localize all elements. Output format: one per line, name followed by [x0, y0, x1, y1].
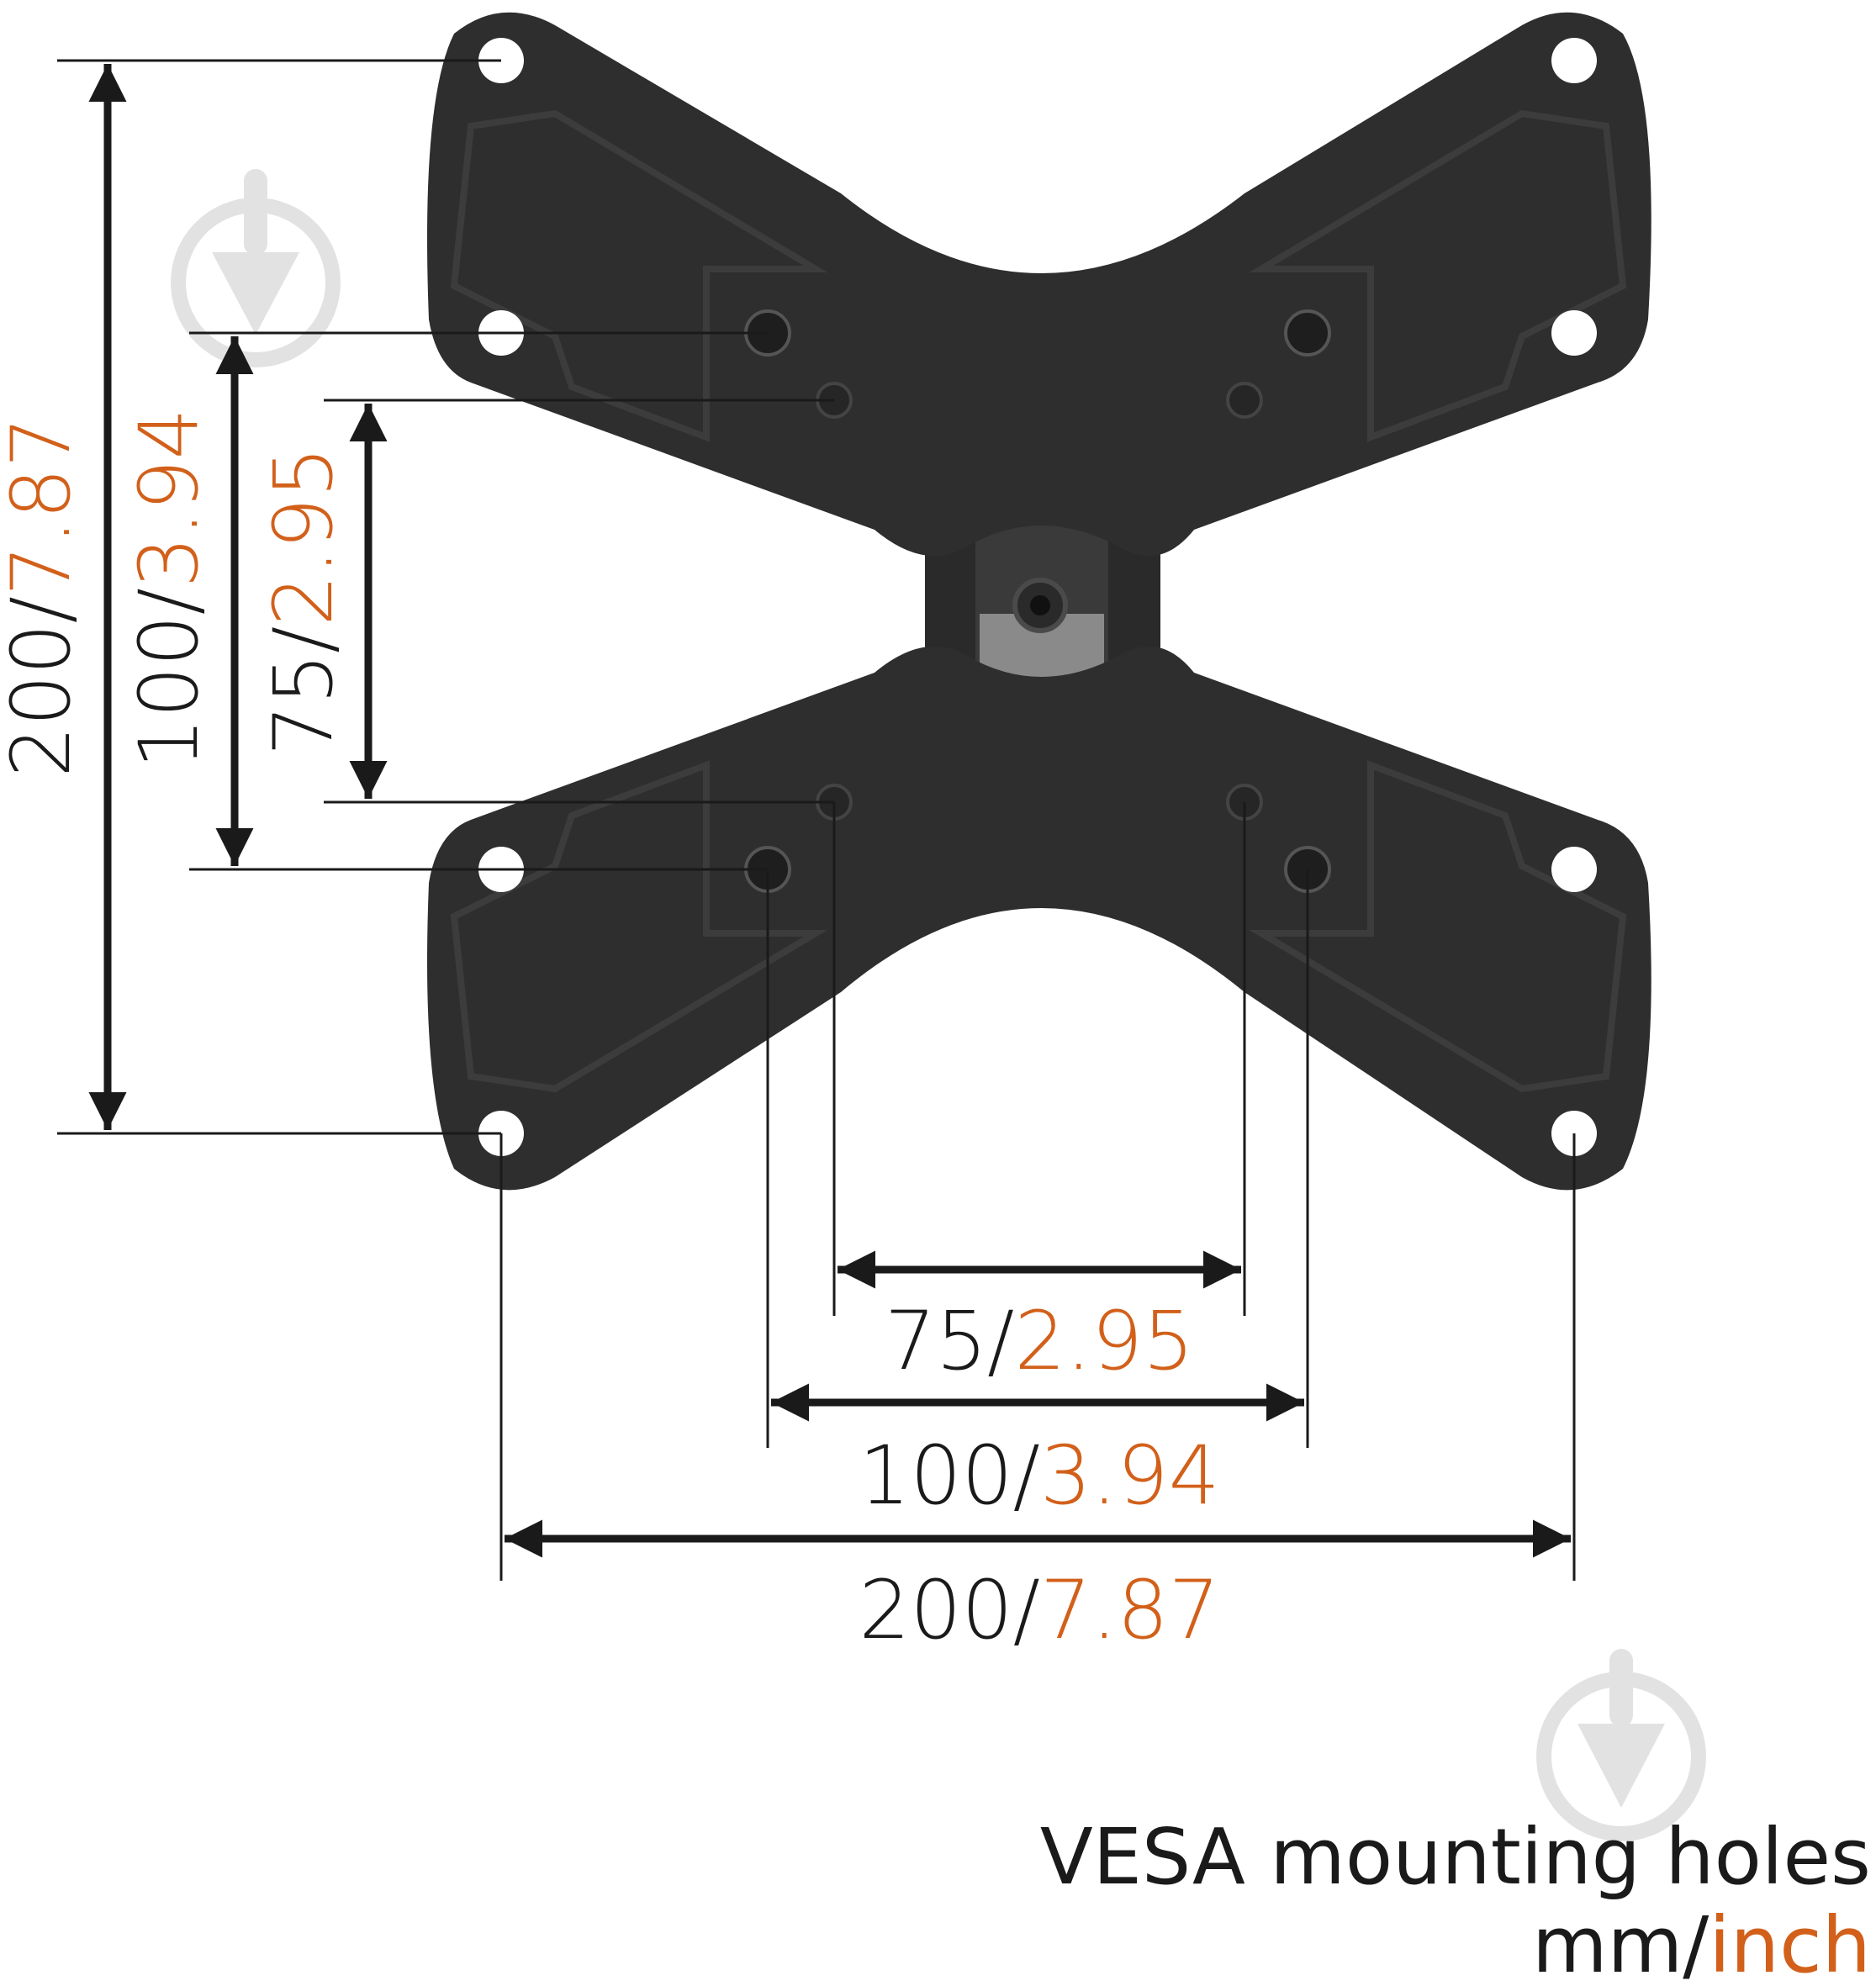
units-caption: mm/inch: [1532, 1900, 1871, 1986]
extension-lines: [57, 59, 1576, 1581]
horizontal-dim-200: 200/7.87: [859, 1563, 1219, 1657]
vertical-dim-100: 100/3.94: [122, 408, 216, 769]
mounting-plate: [427, 12, 1651, 1191]
vertical-dim-200: 200/7.87: [0, 416, 88, 777]
vertical-dim-75: 75/2.95: [256, 446, 351, 756]
watermark-icon: [1536, 1649, 1706, 1841]
horizontal-dim-100: 100/3.94: [859, 1429, 1219, 1523]
watermark-icon: [171, 169, 341, 367]
dimension-arrows: [88, 64, 1571, 1558]
diagram-title: VESA mounting holes: [1040, 1812, 1871, 1902]
horizontal-dim-75: 75/2.95: [885, 1294, 1194, 1388]
